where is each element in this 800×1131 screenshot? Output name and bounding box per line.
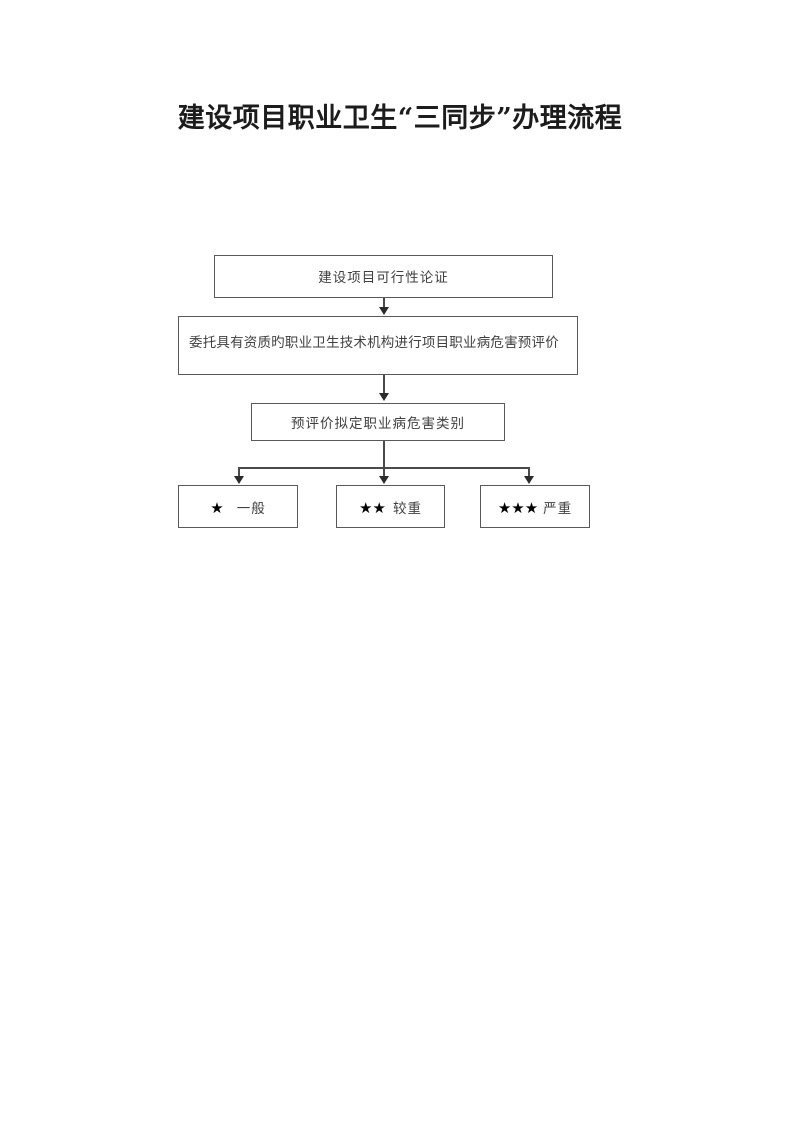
page-title: 建设项目职业卫生“三同步”办理流程 — [177, 103, 623, 134]
level-severe-label: 严重 — [543, 501, 573, 516]
level-moderate-label: 较重 — [392, 501, 422, 516]
connector-feasibility-to-commission-arrowhead-icon — [378, 307, 389, 315]
flow-node-commission-label: 委托具有资质旳职业卫生技术机构进行项目职业病危害预评价 — [189, 335, 559, 350]
connector-branch-middle-line — [383, 467, 385, 478]
level-moderate-content: ★★ 较重 — [337, 486, 444, 520]
flow-node-commission[interactable]: 委托具有资质旳职业卫生技术机构进行项目职业病危害预评价 — [178, 316, 578, 375]
level-severe-content: ★★★ 严重 — [481, 486, 589, 520]
flow-node-feasibility[interactable]: 建设项目可行性论证 — [214, 255, 553, 298]
connector-branch-right-line — [528, 467, 530, 478]
flow-node-category[interactable]: 预评价拟定职业病危害类别 — [251, 403, 505, 441]
connector-branch-left-line — [238, 467, 240, 478]
star-rating-three-icon: ★★★ — [497, 499, 539, 517]
flow-node-feasibility-label: 建设项目可行性论证 — [318, 270, 449, 285]
connector-feasibility-to-commission-line — [383, 298, 385, 309]
connector-branch-right-arrowhead-icon — [523, 476, 534, 484]
connector-commission-to-category-arrowhead-icon — [378, 393, 389, 401]
star-rating-one-icon: ★ — [210, 499, 224, 517]
connector-branch-middle-arrowhead-icon — [378, 476, 389, 484]
level-general-label: 一般 — [236, 501, 266, 516]
connector-branch-trunk-line — [383, 441, 385, 468]
flow-node-category-label: 预评价拟定职业病危害类别 — [291, 416, 465, 431]
connector-branch-left-arrowhead-icon — [233, 476, 244, 484]
flow-node-level-general[interactable]: ★ 一般 — [178, 485, 298, 528]
connector-commission-to-category-line — [383, 375, 385, 394]
flow-node-level-severe[interactable]: ★★★ 严重 — [480, 485, 590, 528]
flow-node-level-moderate[interactable]: ★★ 较重 — [336, 485, 445, 528]
star-rating-two-icon: ★★ — [359, 499, 386, 517]
level-general-content: ★ 一般 — [179, 486, 297, 520]
